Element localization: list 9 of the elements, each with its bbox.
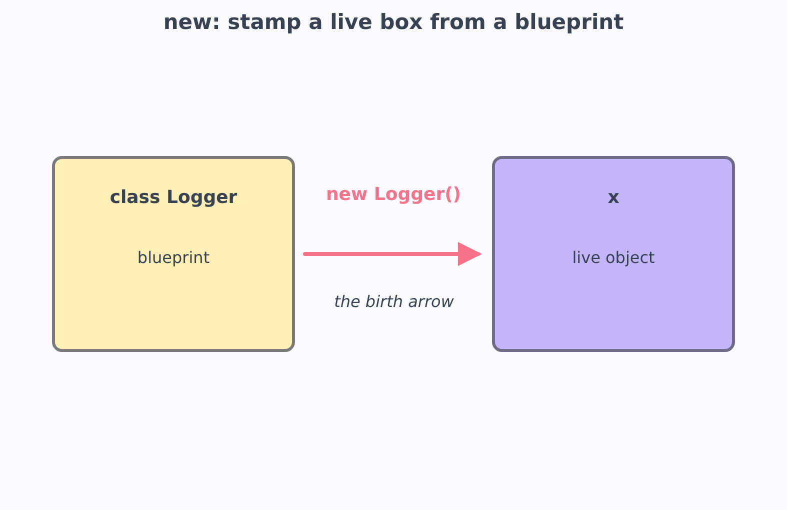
node-text: live object: [572, 248, 655, 267]
diagram-title: new: stamp a live box from a blueprint: [163, 10, 624, 34]
node-text: blueprint: [137, 248, 210, 267]
note: the birth arrow: [334, 292, 454, 311]
arrow: [303, 242, 482, 266]
node-heading: x: [608, 187, 620, 208]
node-heading: class Logger: [110, 187, 238, 208]
class-box: [492, 156, 735, 352]
class-box: [52, 156, 295, 352]
